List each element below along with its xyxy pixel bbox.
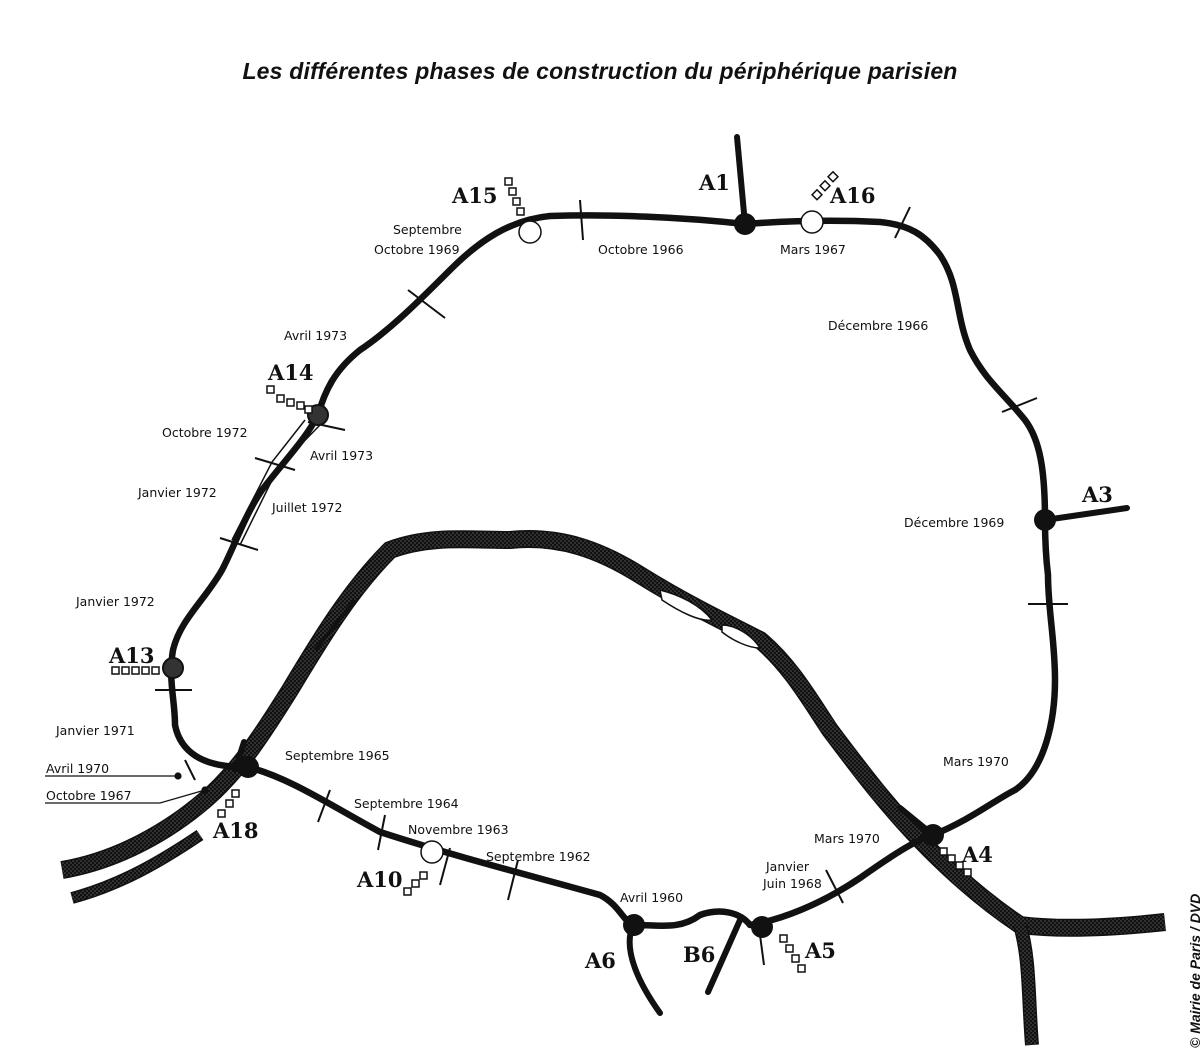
date-avril-1973-spur: Avril 1973	[310, 448, 373, 463]
a10-node-open	[420, 840, 444, 864]
date-janvier-1972-spur: Janvier 1972	[137, 485, 217, 500]
label-a10: A10	[356, 867, 403, 892]
label-a6: A6	[584, 948, 616, 973]
a5-node	[751, 916, 773, 938]
date-avril-1973-north: Avril 1973	[284, 328, 347, 343]
tick-north-east	[1001, 397, 1038, 413]
label-a14: A14	[267, 360, 314, 385]
junction-nodes	[162, 210, 1056, 938]
a14-node	[307, 404, 329, 426]
tick-south-1965	[317, 789, 331, 823]
tick-south-1963	[439, 847, 451, 886]
date-janvier: Janvier	[765, 859, 810, 874]
date-avril-1970: Avril 1970	[46, 761, 109, 776]
a5-squares	[779, 934, 806, 973]
label-a18: A18	[212, 818, 259, 843]
section-ticks	[155, 199, 1068, 966]
tick-south-1964	[377, 814, 386, 851]
tick-north-west	[407, 289, 446, 319]
label-a15: A15	[451, 183, 498, 208]
date-septembre-1962: Septembre 1962	[486, 849, 591, 864]
date-janvier-1972-west: Janvier 1972	[75, 594, 155, 609]
a1-node	[734, 213, 756, 235]
copyright-credit: © Mairie de Paris / DVD	[1187, 893, 1200, 1048]
a3-spur	[1042, 505, 1130, 523]
ile-de-la-cite	[659, 588, 714, 621]
date-mars-1970-south: Mars 1970	[814, 831, 880, 846]
a13-squares	[111, 666, 160, 675]
a10-squares	[403, 871, 428, 896]
a3-node	[1034, 509, 1056, 531]
a4-squares	[939, 847, 972, 877]
tick-a14-mid	[254, 457, 296, 471]
leader-lines	[45, 772, 209, 804]
date-mars-1970-east: Mars 1970	[943, 754, 1009, 769]
seine-river-fill	[60, 531, 1166, 936]
ile-aux-cygnes	[313, 598, 357, 652]
a6-spur	[626, 922, 663, 1016]
date-avril-1960: Avril 1960	[620, 890, 683, 905]
label-a5: A5	[804, 938, 836, 963]
date-octobre-1967: Octobre 1967	[46, 788, 132, 803]
tick-a5-south	[759, 934, 765, 966]
planned-extension-markers	[111, 170, 972, 973]
a6-node	[623, 914, 645, 936]
date-octobre-1972: Octobre 1972	[162, 425, 248, 440]
date-labels: Octobre 1966 Mars 1967 Décembre 1966 Déc…	[46, 222, 1009, 905]
date-novembre-1963: Novembre 1963	[408, 822, 509, 837]
a15-node-open	[518, 220, 542, 244]
label-a16: A16	[829, 183, 876, 208]
label-a3: A3	[1081, 482, 1113, 507]
date-juin-1968: Juin 1968	[762, 876, 822, 891]
date-juillet-1972: Juillet 1972	[271, 500, 342, 515]
a13-node	[162, 657, 184, 679]
date-septembre: Septembre	[393, 222, 462, 237]
label-a1: A1	[698, 170, 730, 195]
a15-squares	[504, 177, 525, 216]
a14-double-section	[231, 419, 321, 546]
a4-node	[922, 824, 944, 846]
date-decembre-1966: Décembre 1966	[828, 318, 928, 333]
ile-saint-louis	[721, 624, 762, 649]
date-mars-1967: Mars 1967	[780, 242, 846, 257]
label-b6: B6	[683, 942, 715, 967]
motorway-spurs	[232, 134, 1130, 1016]
a1-spur	[734, 134, 748, 227]
seine-river	[60, 530, 1166, 1046]
a16-squares	[810, 170, 840, 201]
tick-a15-east	[579, 199, 584, 241]
date-decembre-1969: Décembre 1969	[904, 515, 1004, 530]
a18-node	[237, 756, 259, 778]
leader-octobre-1967	[45, 789, 206, 804]
tick-a16-east	[894, 206, 911, 239]
date-septembre-1965: Septembre 1965	[285, 748, 390, 763]
date-septembre-1964: Septembre 1964	[354, 796, 459, 811]
a14-squares	[266, 385, 313, 414]
a16-node-open	[800, 210, 824, 234]
date-octobre-1969: Octobre 1969	[374, 242, 460, 257]
seine-river-band	[60, 530, 1166, 937]
label-a4: A4	[961, 842, 993, 867]
tick-south-1962	[507, 859, 519, 901]
date-janvier-1971: Janvier 1971	[55, 723, 135, 738]
page-title: Les différentes phases de construction d…	[242, 58, 958, 84]
b6-spur	[705, 917, 743, 995]
tick-south-east	[825, 869, 844, 904]
motorway-labels: A1 A3 A4 A5 A6 B6 A10 A13 A14 A15 A16 A1…	[108, 170, 1113, 973]
a18-squares	[217, 789, 240, 818]
tick-west-1972	[219, 537, 259, 551]
date-octobre-1966: Octobre 1966	[598, 242, 684, 257]
tick-west-1970	[184, 759, 196, 781]
label-a13: A13	[108, 643, 155, 668]
